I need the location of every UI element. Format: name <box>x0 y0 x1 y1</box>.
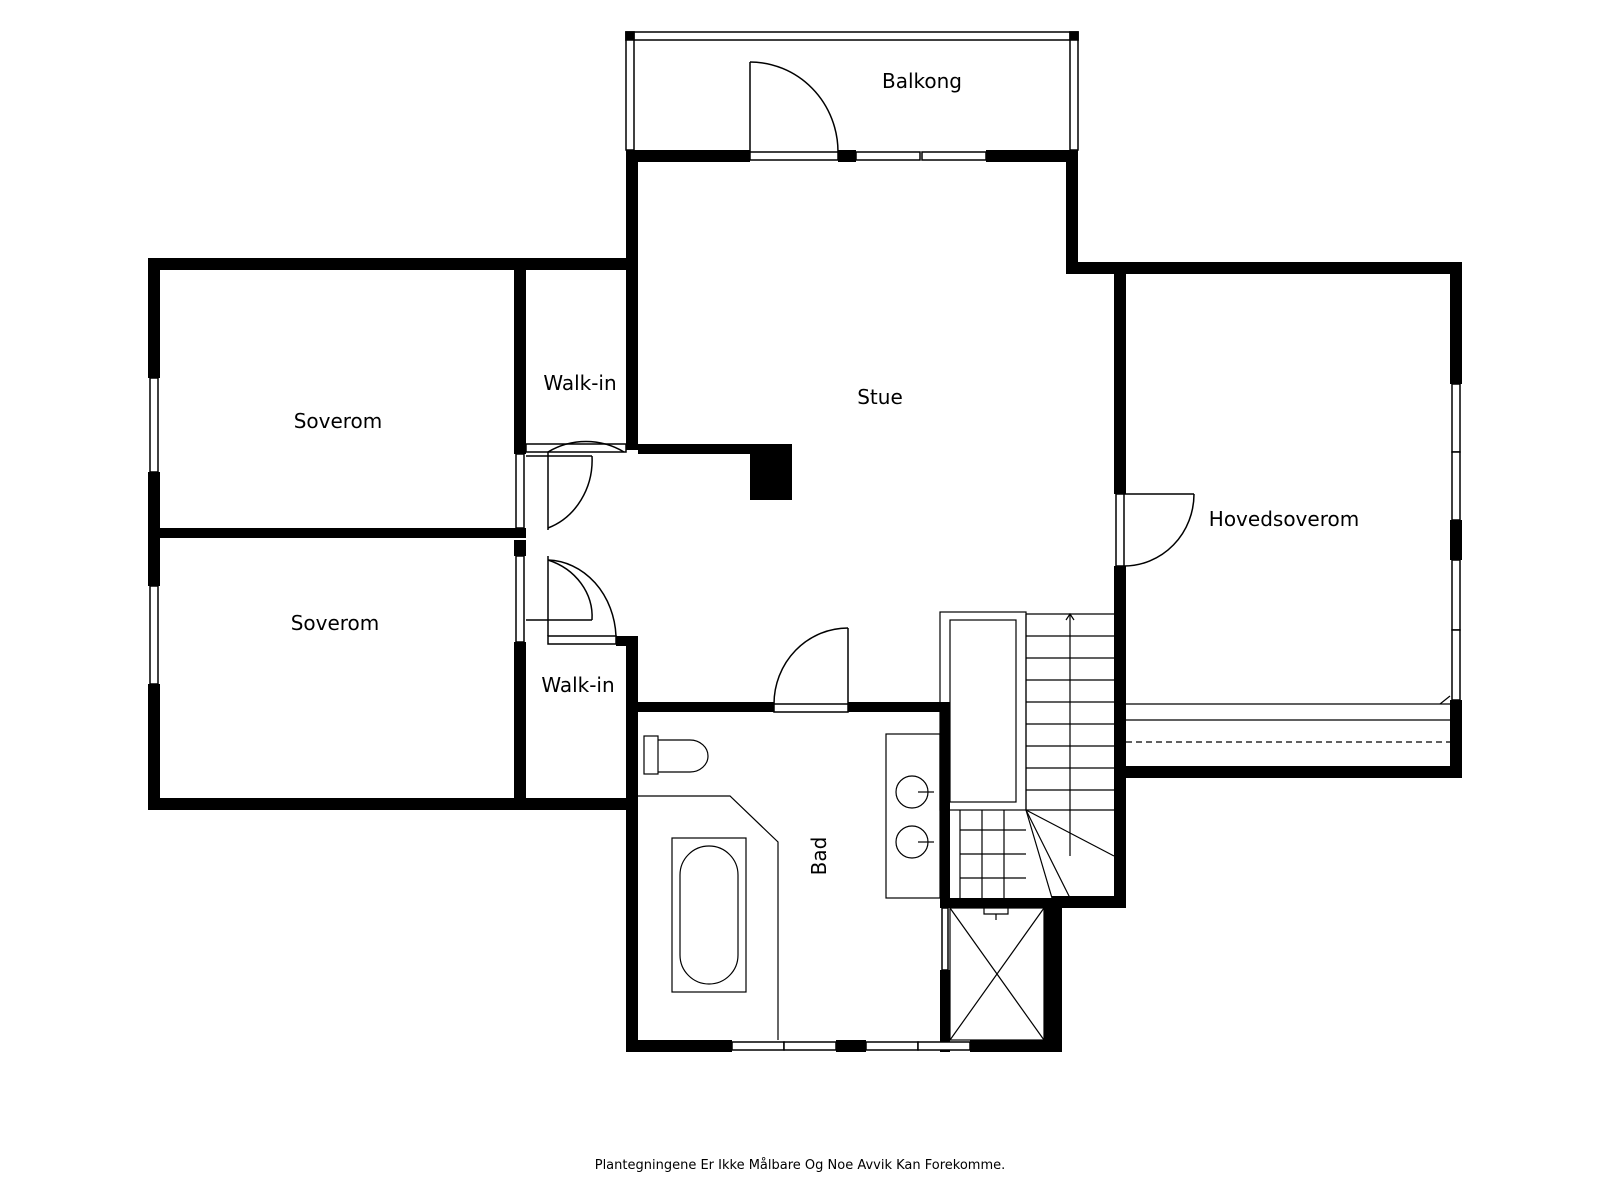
sink-counter <box>885 733 941 899</box>
window <box>1451 451 1461 521</box>
window <box>1451 559 1461 631</box>
room-label-walkin-bottom: Walk-in <box>541 673 614 697</box>
bathroom-fixtures <box>638 733 1045 1041</box>
balcony <box>625 31 1079 151</box>
bathtub <box>671 837 747 993</box>
room-label-soverom-bottom: Soverom <box>291 611 380 635</box>
room-label-stue: Stue <box>857 385 903 409</box>
window <box>941 907 949 971</box>
window <box>917 1041 971 1051</box>
window <box>921 151 987 161</box>
windows <box>149 151 1461 1051</box>
shower <box>949 907 1045 1041</box>
window <box>149 377 159 473</box>
room-label-balkong: Balkong <box>882 69 962 93</box>
walls <box>148 150 1462 1052</box>
window <box>1451 383 1461 453</box>
room-label-walkin-top: Walk-in <box>543 371 616 395</box>
room-label-hovedsoverom: Hovedsoverom <box>1209 507 1359 531</box>
disclaimer-text: Plantegningene Er Ikke Målbare Og Noe Av… <box>594 1158 1006 1173</box>
window <box>1451 629 1461 701</box>
window <box>783 1041 837 1051</box>
window <box>865 1041 919 1051</box>
window <box>855 151 921 161</box>
window <box>731 1041 785 1051</box>
room-label-bad: Bad <box>807 837 831 876</box>
wardrobe <box>1126 695 1451 743</box>
room-label-soverom-top: Soverom <box>294 409 383 433</box>
doors <box>515 61 1195 713</box>
window <box>149 585 159 685</box>
toilet <box>643 735 659 775</box>
staircase <box>939 611 1115 899</box>
